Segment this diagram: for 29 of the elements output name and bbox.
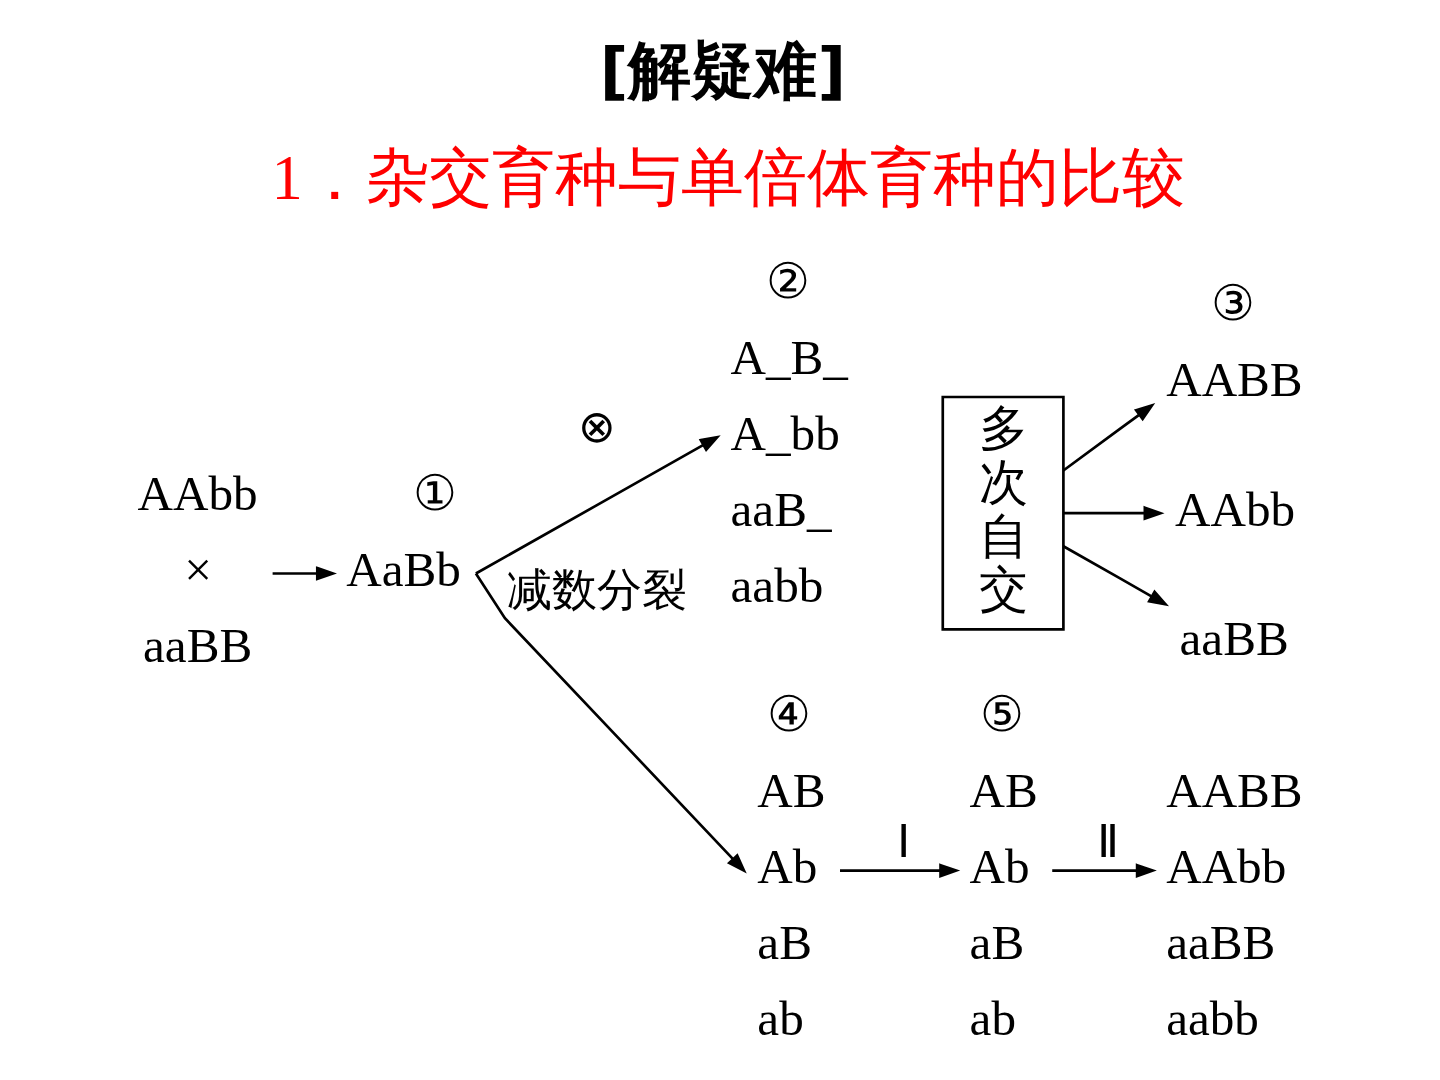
node-text: AABB AAbb aaBB aabb <box>1165 763 1303 1047</box>
node-label: ③ <box>1210 276 1255 332</box>
node-text: AaBb <box>345 542 461 598</box>
node-text: AAbb × aaBB <box>136 466 258 673</box>
node-text: AABB <box>1165 352 1303 408</box>
node-label: ① <box>412 466 457 522</box>
edge-label: Ⅱ <box>1096 817 1119 868</box>
node-label: ④ <box>766 687 811 743</box>
edge-label: 减数分裂 <box>506 564 687 615</box>
diagram-title: [解疑难] <box>599 33 846 107</box>
node-label: ⑤ <box>979 687 1024 743</box>
node-box: 多次自交 <box>940 395 1065 631</box>
edge-label: ⊗ <box>577 401 616 452</box>
edge-label: Ⅰ <box>896 817 910 868</box>
node-text: AAbb <box>1174 481 1295 537</box>
arrow <box>272 566 337 581</box>
arrow <box>474 435 721 575</box>
node-text: A_B_ A_bb aaB_ aabb <box>730 329 848 613</box>
node-text: aaBB <box>1179 611 1289 667</box>
arrow <box>1062 402 1155 472</box>
node-text: AB Ab aB ab <box>756 763 826 1047</box>
arrow <box>1062 545 1169 607</box>
node-label: ② <box>765 253 810 309</box>
arrow <box>839 863 960 878</box>
arrow <box>1062 505 1165 521</box>
arrow <box>474 572 747 874</box>
node-text: AB Ab aB ab <box>969 763 1038 1047</box>
arrow <box>1051 863 1157 878</box>
caption: 1．杂交育种与单倍体育种的比较 <box>270 143 1185 214</box>
